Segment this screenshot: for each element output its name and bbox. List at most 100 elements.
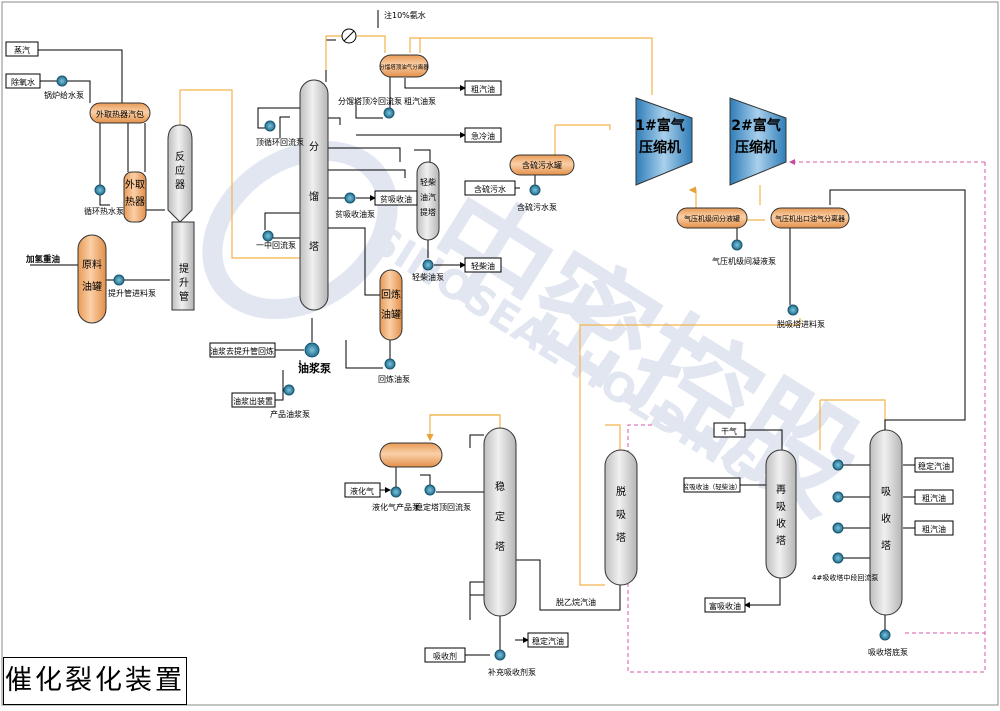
reactor: 反 应 器 提 升 管 [167,124,195,311]
stabilizer-label-2: 定 [495,510,505,523]
stabilizer-label-1: 稳 [495,480,505,493]
desorber-label-2: 吸 [616,510,626,521]
label-slurry-to-riser: 油浆去提升管回炼 [210,346,274,356]
label-make-up-pump: 补充吸收剂泵 [488,667,536,677]
label-crude-gasoline-pump: 粗汽油泵 [404,96,436,106]
riser-label-3: 管 [179,290,189,303]
stripper-label-1: 轻柴 [420,177,436,187]
page-title: 催化裂化装置 [3,657,187,705]
label-ammonia: 注10%氨水 [384,10,426,20]
label-top-reflux-pump: 分馏塔顶冷回流泵 [338,96,402,106]
label-mid-reflux-pump: 4#吸收塔中段回流泵 [812,573,878,582]
label-crude-gasoline-2: 粗汽油 [922,493,946,503]
overhead-drum-label: 分馏塔顶油气分离器 [379,63,429,71]
pump-icon [264,120,276,132]
inter-drum-label: 气压机级间分液罐 [684,214,740,223]
compressor-2-label-2: 压缩机 [735,139,777,156]
stream-boxes: 蒸汽 除氧水 粗汽油 急冷油 贫吸收油 轻柴油 含硫污水 油浆去提升管回炼 油浆… [5,41,954,663]
label-steam: 蒸汽 [14,45,30,55]
recycle-tank-label-1: 回炼 [381,288,401,301]
label-sponge-oil: 贫吸收油（轻柴油） [683,482,742,491]
label-desorber-feed-pump: 脱吸塔进料泵 [777,319,825,329]
reabsorber-label-1: 再 [776,484,786,496]
pump-icon [832,459,844,471]
ext-heater: 外取 热器 [123,171,147,223]
absorber: 吸 收 塔 [869,429,903,616]
free-labels: 加氢重油 锅炉给水泵 循环热水泵 提升管进料泵 注10%氨水 分馏塔顶冷回流泵 … [25,10,908,677]
pump-icon [832,522,844,534]
label-lpg: 液化气 [350,486,374,496]
pump-icon [424,484,436,496]
overhead-drum: 分馏塔顶油气分离器 [379,54,429,78]
reabsorber-label-3: 收 [776,517,786,530]
inter-drum: 气压机级间分液罐 [676,207,748,229]
label-light-diesel-pump: 轻柴油泵 [412,272,444,282]
label-first-mid-pump: 一中回流泵 [256,240,296,250]
label-top-circ-pump: 顶循环回流泵 [256,137,304,147]
label-boiler-feed-pump: 锅炉给水泵 [44,90,84,100]
pump-icon [879,629,891,641]
control-valve-icon [341,28,357,44]
pump-icon [304,342,320,358]
label-sour-water-pump: 含硫污水泵 [517,202,557,212]
label-deaerated-water: 除氧水 [11,77,35,87]
reabsorber-label-4: 塔 [776,534,786,547]
reabsorber-label-2: 吸 [776,502,786,513]
label-absorber-bottom-pump: 吸收塔底泵 [868,647,908,657]
pump-icon [390,486,402,498]
sour-water-tank-label: 含硫污水罐 [522,160,562,170]
pump-icon [262,230,274,242]
recycle-tank: 回炼 油罐 [379,269,403,341]
pump-icon [113,274,125,286]
fractionator: 分 馏 塔 [299,79,329,311]
sour-water-tank: 含硫污水罐 [509,154,575,176]
label-slurry-pump: 油浆泵 [298,361,331,375]
desorber: 脱 吸 塔 [604,449,638,586]
reactor-label-1: 反 [175,151,185,163]
desorber-label-1: 脱 [616,485,626,498]
label-stable-gasoline: 稳定汽油 [918,461,950,471]
riser-label-2: 升 [179,277,189,289]
label-dry-gas: 干气 [721,426,737,436]
pump-icon [344,192,356,204]
stabilizer-label-3: 塔 [495,540,505,553]
stabilizer-reflux-drum [379,442,443,468]
fractionator-label-2: 馏 [309,190,319,203]
pump-icon [56,75,68,87]
label-hydro-oil: 加氢重油 [25,254,60,265]
pump-icon [283,384,295,396]
label-product-slurry-pump: 产品油浆泵 [270,409,310,419]
feed-tank-label-1: 原料 [82,258,102,271]
pump-icon [529,184,541,196]
label-circ-pump: 循环热水泵 [84,206,124,216]
pump-icon [422,259,434,271]
pumps [56,75,891,661]
label-crude-gasoline-1: 粗汽油 [471,84,495,94]
reabsorber: 再 吸 收 塔 [765,449,797,579]
label-lpg-pump: 液化气产品泵 [372,502,420,512]
stripper-label-3: 提塔 [420,207,436,217]
stabilizer: 稳 定 塔 [483,427,517,617]
reactor-label-3: 器 [175,179,185,191]
label-riser-feed-pump: 提升管进料泵 [108,288,156,298]
label-lean-abs-pump: 贫吸收油泵 [335,209,375,219]
pump-icon [787,304,799,316]
label-absorbent: 吸收剂 [433,651,457,661]
pump-icon [832,491,844,503]
fractionator-label-3: 塔 [309,240,319,253]
ext-heater-label-1: 外取 [125,179,145,191]
label-light-diesel: 轻柴油 [471,261,495,271]
stripper: 轻柴 油汽 提塔 [416,161,440,241]
absorber-label-2: 收 [881,512,891,525]
label-rich-abs-oil: 富吸收油 [709,601,741,611]
outlet-drum: 气压机出口油气分离器 [770,207,850,229]
fractionator-label-1: 分 [309,141,319,153]
desorber-label-3: 塔 [616,531,626,544]
compressor-1-label-1: 1#富气 [635,117,684,134]
label-stab-reflux-pump: 稳定塔顶回流泵 [415,502,471,512]
dashed-lines [627,159,986,673]
pump-icon [94,184,106,196]
feed-tank: 原料 油罐 [77,234,107,324]
